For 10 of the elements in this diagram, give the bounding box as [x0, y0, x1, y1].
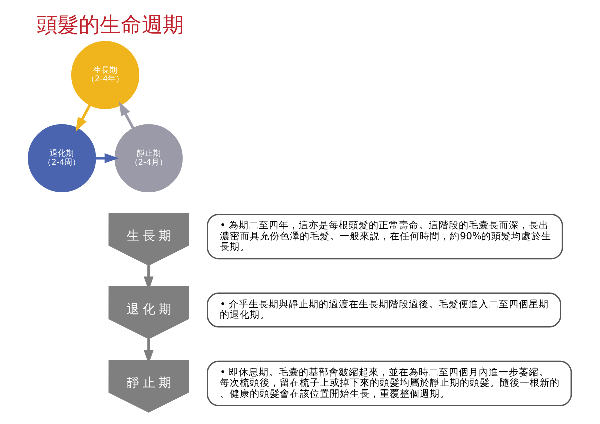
node-box: • 為期二至四年，這亦是每根頭髮的正常壽命。這階段的毛囊長而深，長出濃密而具充份色澤的毛髮。一般來説，在任何時間，約90%的頭髮均處於生長期。 — [207, 214, 564, 260]
node-circle: 靜止期 （2-4月） — [114, 124, 183, 193]
arrow — [96, 154, 120, 164]
arrow — [119, 102, 134, 129]
arrow — [76, 104, 92, 132]
node-box: • 即休息期。毛囊的基部會皺縮起來，並在為時二至四個月內進一步萎縮。每次梳頭後，留在梳子上或掉下來的頭髮均屬於靜止期的頭髮。隨後一根新的、健康的頭髮會在該位置開始生長，重覆整個週期。 — [207, 360, 572, 406]
node-circle: 生長期 （2-4年） — [71, 41, 140, 110]
node-box: • 介乎生長期與靜止期的過渡在生長期階段過後。毛髮便進入二至四個星期的退化期。 — [207, 292, 562, 328]
node-circle: 退化期 （2-4周） — [28, 124, 96, 193]
diagram-title: 頭髮的生命週期 — [36, 13, 184, 38]
